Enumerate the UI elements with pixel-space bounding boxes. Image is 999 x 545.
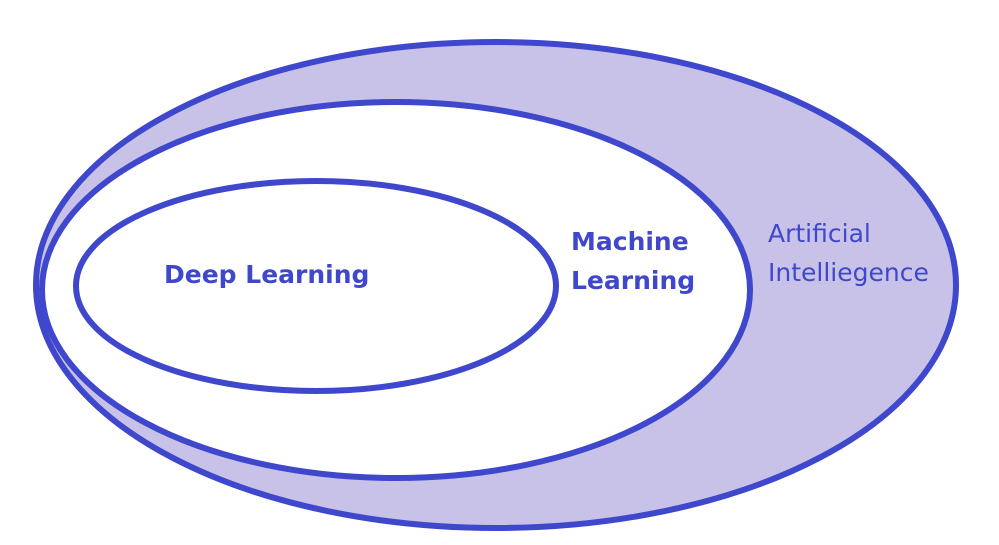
dl-label: Deep Learning <box>164 255 369 294</box>
ml-label-line-2: Learning <box>571 266 696 295</box>
dl-ellipse <box>73 178 559 394</box>
ai-label: Artificial Intelliegence <box>768 214 929 292</box>
ai-label-line-2: Intelliegence <box>768 258 929 287</box>
ai-label-line-1: Artificial <box>768 219 871 248</box>
ml-label: Machine Learning <box>571 222 695 300</box>
dl-label-line-1: Deep Learning <box>164 260 370 289</box>
ml-label-line-1: Machine <box>571 227 689 256</box>
